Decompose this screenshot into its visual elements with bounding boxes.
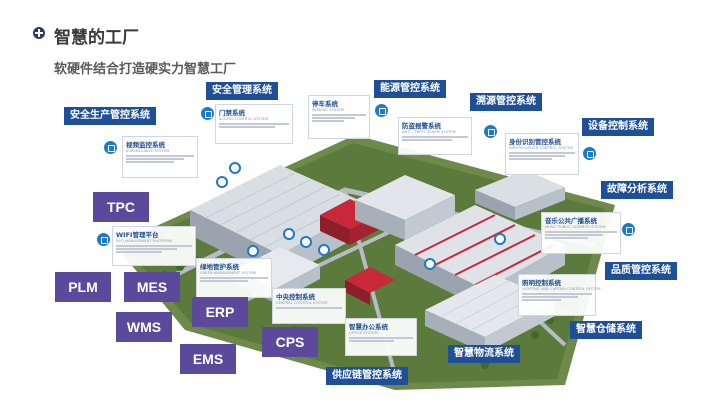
car-icon	[374, 103, 389, 118]
map-pin-icon	[424, 258, 436, 270]
mes-box: MES	[124, 272, 180, 302]
card-parking: 停车系统 PARKING SYSTEM	[308, 95, 370, 139]
map-pin-icon	[494, 233, 506, 245]
door-icon	[200, 106, 215, 121]
alarm-icon	[483, 124, 498, 139]
label-energy: 能源管控系统	[374, 80, 446, 98]
label-supply-chain: 供应链管控系统	[326, 367, 408, 385]
card-subtitle: IDENTIFICATION CONTROL SYSTEM	[509, 146, 574, 150]
card-subtitle: LIGHTING AND CURTAIN CONTROL SYSTEM	[522, 287, 601, 291]
card-title: 防盗报警系统	[402, 122, 441, 130]
card-anti-theft: 防盗报警系统 ANTI - THEFT ALARM SYSTEM	[398, 117, 472, 155]
plus-circle-icon	[33, 27, 45, 39]
cps-box: CPS	[262, 327, 318, 357]
card-subtitle: GREEN MANAGEMENT SYSTEM	[200, 271, 256, 275]
card-subtitle: CENTRAL CONTROL SYSTEM	[276, 301, 328, 305]
label-safety-management: 安全管理系统	[206, 82, 278, 100]
plm-box: PLM	[55, 272, 111, 302]
card-title: 音乐公共广播系统	[545, 217, 597, 225]
label-safety-production: 安全生产管控系统	[64, 107, 156, 125]
card-subtitle: PARKING SYSTEM	[312, 108, 344, 112]
ems-box: EMS	[180, 344, 236, 374]
label-warehouse: 智慧仓储系统	[570, 321, 642, 339]
label-fault: 故障分析系统	[601, 181, 673, 199]
card-subtitle: ANTI - THEFT ALARM SYSTEM	[402, 130, 456, 134]
card-access: 门禁系统 ACCESS CONTROL SYSTEM	[215, 104, 293, 144]
card-subtitle: SURVEILLANCE SYSTEM	[126, 149, 170, 153]
tpc-box: TPC	[93, 192, 149, 222]
card-title: 停车系统	[312, 100, 338, 108]
map-pin-icon	[318, 244, 330, 256]
map-pin-icon	[283, 228, 295, 240]
wms-box: WMS	[116, 312, 172, 342]
card-subtitle: ACCESS CONTROL SYSTEM	[219, 117, 269, 121]
card-title: 身份识别管控系统	[509, 138, 561, 146]
card-title: 绿地管护系统	[200, 263, 239, 271]
card-title: 智慧办公系统	[349, 323, 388, 331]
card-title: 照明控制系统	[522, 279, 561, 287]
card-subtitle: WIFI MANAGEMENT PLATFORM	[116, 239, 173, 243]
card-identification: 身份识别管控系统 IDENTIFICATION CONTROL SYSTEM	[505, 133, 579, 175]
card-office: 智慧办公系统 OFFICE SYSTEM	[345, 318, 417, 356]
label-source: 溯源管控系统	[470, 93, 542, 111]
speaker-icon	[621, 222, 636, 237]
wifi-icon	[96, 232, 111, 247]
card-central: 中央控制系统 CENTRAL CONTROL SYSTEM	[272, 288, 346, 324]
page-title: 智慧的工厂	[54, 28, 139, 48]
label-equipment: 设备控制系统	[582, 118, 654, 136]
map-pin-icon	[229, 162, 241, 174]
card-subtitle: MUSIC PUBLIC ADDRESS SYSTEM	[545, 225, 606, 229]
card-title: 视频监控系统	[126, 141, 165, 149]
camera-icon	[103, 140, 118, 155]
card-green: 绿地管护系统 GREEN MANAGEMENT SYSTEM	[196, 258, 272, 298]
card-wifi: WIFI管理平台 WIFI MANAGEMENT PLATFORM	[112, 226, 196, 266]
card-surveillance: 视频监控系统 SURVEILLANCE SYSTEM	[122, 136, 198, 178]
label-quality: 品质管控系统	[605, 262, 677, 280]
map-pin-icon	[300, 236, 312, 248]
erp-box: ERP	[192, 297, 248, 327]
page-subtitle: 软硬件结合打造硬实力智慧工厂	[54, 62, 237, 77]
id-card-icon	[582, 146, 597, 161]
card-subtitle: OFFICE SYSTEM	[349, 331, 378, 335]
card-title: 门禁系统	[219, 109, 245, 117]
card-title: 中央控制系统	[276, 293, 315, 301]
label-logistics: 智慧物流系统	[448, 345, 520, 363]
card-lighting: 照明控制系统 LIGHTING AND CURTAIN CONTROL SYST…	[518, 274, 601, 316]
card-title: WIFI管理平台	[116, 231, 159, 239]
map-pin-icon	[216, 176, 228, 188]
map-pin-icon	[247, 245, 259, 257]
card-music: 音乐公共广播系统 MUSIC PUBLIC ADDRESS SYSTEM	[541, 212, 621, 254]
